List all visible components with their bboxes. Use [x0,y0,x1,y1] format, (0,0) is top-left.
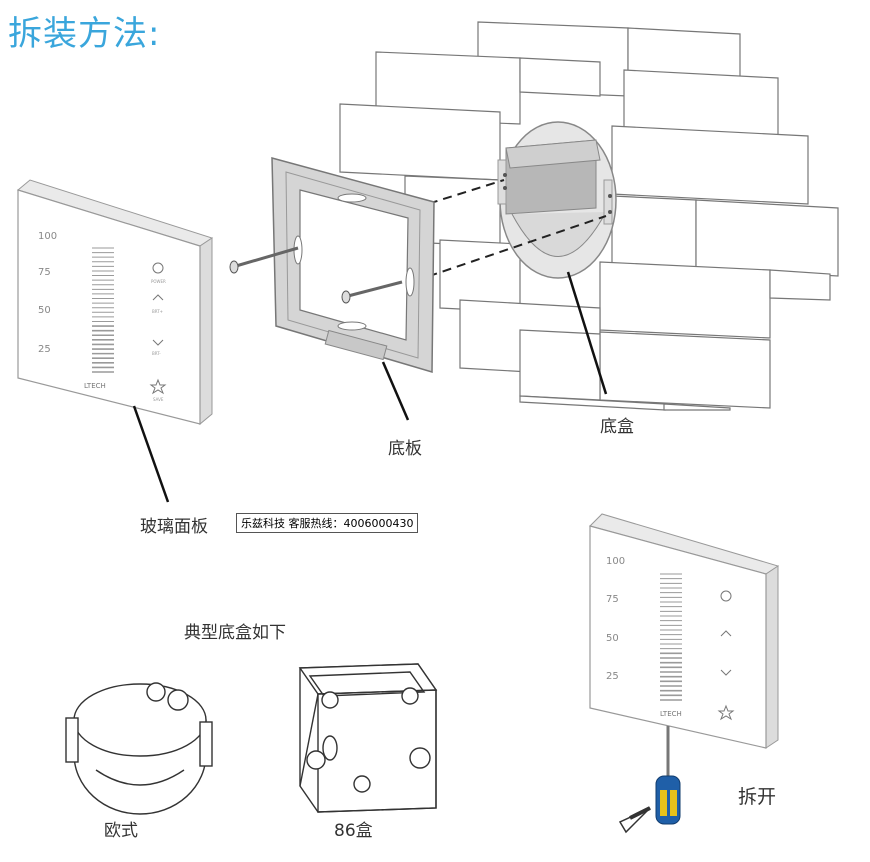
page-title: 拆装方法: [8,14,161,54]
brightness-up-icon-2 [720,630,732,637]
screwdriver-icon [618,726,681,834]
panel-slider-scale-2 [660,573,682,701]
brightness-up-icon [152,294,164,301]
level-75-label: 75 [38,267,51,278]
level-100-label-2: 100 [606,556,625,567]
brt-up-label: BRT+ [152,309,163,314]
brt-down-label: BRT- [152,351,161,356]
level-50-label-2: 50 [606,633,619,644]
european-box-icon [65,682,213,815]
round-base-box-icon [497,121,617,279]
hotline-label: 乐兹科技 客服热线：4006000430 [236,513,419,533]
european-box-label: 欧式 [104,821,138,841]
leader-lines [132,271,608,503]
brightness-down-icon-2 [720,669,732,676]
base-box-label: 底盒 [600,417,634,437]
level-25-label: 25 [38,344,51,355]
typical-boxes-label: 典型底盒如下 [184,623,286,643]
level-25-label-2: 25 [606,671,619,682]
remove-label: 拆开 [738,786,777,808]
brand-label: LTECH [84,382,106,390]
box-86-icon [298,663,438,813]
panel-slider-scale [92,247,114,373]
power-icon-2 [720,590,732,602]
save-star-icon [149,378,167,395]
level-50-label: 50 [38,305,51,316]
screw-icon-upper [229,246,299,274]
level-75-label-2: 75 [606,594,619,605]
power-icon [152,262,164,274]
level-100-label: 100 [38,231,57,242]
screw-icon-lower [341,280,403,304]
box-86-label: 86盒 [334,821,373,841]
base-plate-icon [271,157,435,373]
save-star-icon-2 [717,704,735,721]
brightness-down-icon [152,339,164,346]
brand-label-2: LTECH [660,710,682,718]
base-plate-label: 底板 [388,439,422,459]
power-button-label: POWER [151,279,166,284]
panel-level-labels: 100 75 50 25 [38,231,57,355]
glass-panel-label: 玻璃面板 [140,517,208,537]
glass-panel-icon: 100 75 50 25 LTECH POWER BRT+ BRT- SAVE [16,179,214,426]
save-button-label: SAVE [153,397,164,402]
glass-panel-removal-icon: 100 75 50 25 LTECH [589,513,780,749]
